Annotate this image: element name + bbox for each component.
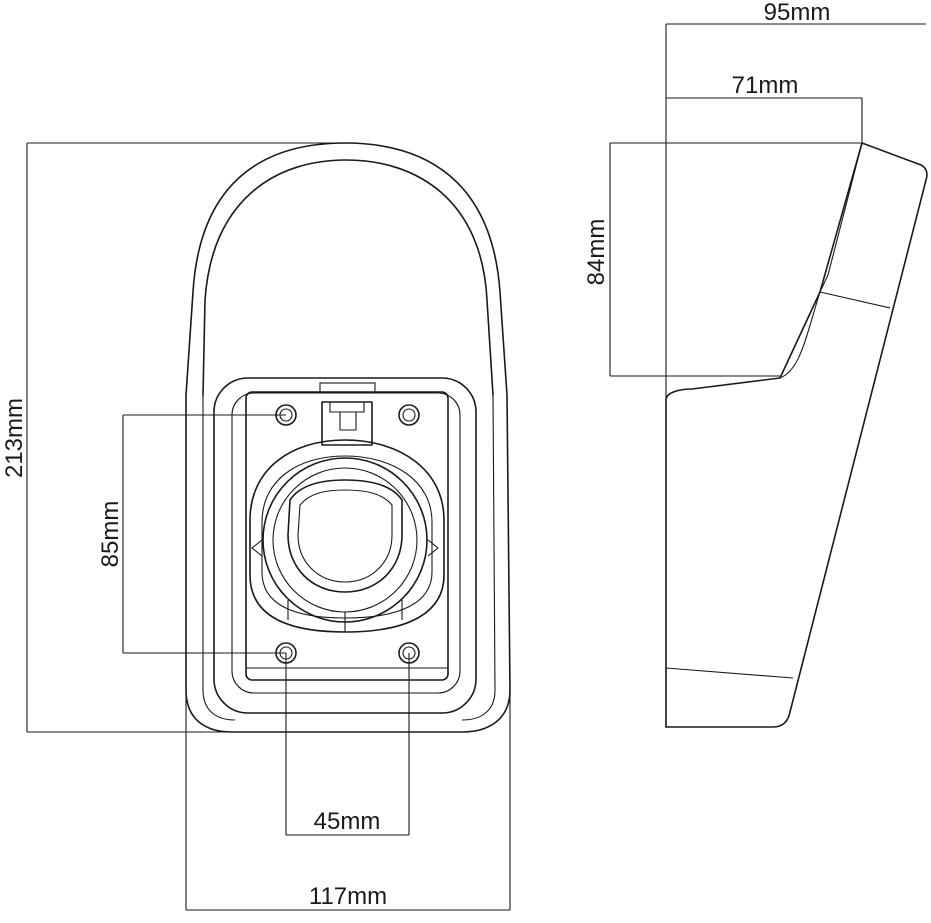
dim-label-117mm: 117mm [309,883,387,910]
socket-housing [249,439,445,633]
arch-inner [202,159,494,396]
side-clip-left [251,539,263,557]
front-view [185,142,511,733]
socket-plate [245,391,449,681]
socket-housing-inner [261,455,433,619]
socket-opening-inner [297,489,393,583]
socket-frame-outer [213,377,477,714]
side-band-bottom [665,667,794,679]
socket-frame-mid [231,392,461,694]
dim-label-45mm: 45mm [314,808,381,835]
dim-label-213mm: 213mm [1,398,28,478]
socket-opening [287,479,403,593]
side-band-top [819,291,891,309]
dim-label-71mm: 71mm [732,72,799,99]
side-front-curve [779,291,821,379]
side-ridge-right [461,394,496,721]
dim-label-95mm: 95mm [764,0,831,26]
latch-detail [329,402,365,431]
housing-outline [185,142,511,733]
front-dimensions [26,142,511,911]
top-tab [319,382,376,394]
side-outline [665,142,928,728]
dim-label-85mm: 85mm [97,501,124,568]
screw-hole-top-right [398,404,420,426]
latch-block [321,401,373,446]
dim-label-84mm: 84mm [583,219,610,286]
side-dimensions [609,23,926,400]
side-clip-right [427,539,439,557]
side-band-inner [819,142,863,293]
side-view [665,142,928,728]
side-ridge-left [202,395,236,721]
socket-ribs [287,600,403,632]
